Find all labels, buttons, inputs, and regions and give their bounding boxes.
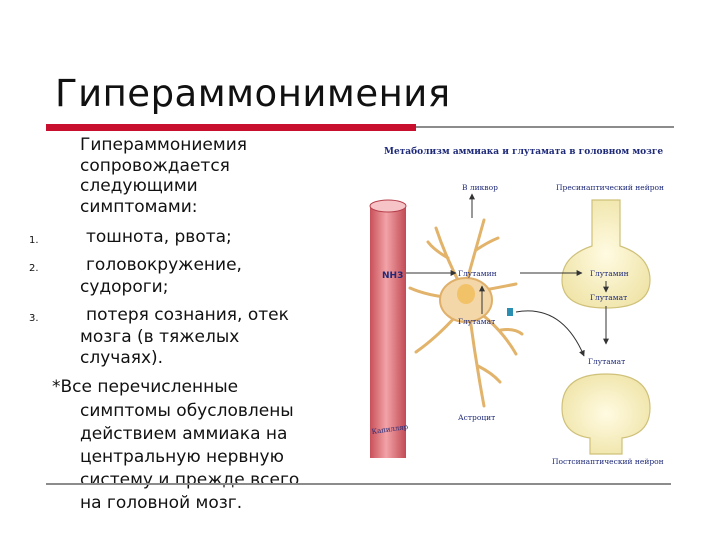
note-line: симптомы обусловлены [80,401,294,421]
slide-title: Гипераммонимения [55,72,451,115]
note-line: на головной мозг. [80,493,243,513]
intro-line: симптомами: [80,196,198,217]
metabolism-diagram: Метаболизм аммиака и глутамата в головно… [366,138,682,468]
postsynaptic-label: Постсинаптический нейрон [552,457,664,466]
capillary [369,199,407,458]
presynaptic-label: Пресинаптический нейрон [556,183,664,192]
list-item-text: мозга (в тяжелых [80,327,240,347]
presynaptic-glutamate-label: Глутамат [590,293,627,302]
list-number: 2. [29,263,39,274]
figure-title: Метаболизм аммиака и глутамата в головно… [384,146,663,157]
note-line: действием аммиака на [80,424,288,444]
postsynaptic-neuron [561,373,651,455]
title-underline-gray [416,126,674,128]
note-line: систему и прежде всего [80,470,300,490]
list-item-text: судороги; [80,277,169,297]
list-number: 1. [29,235,39,246]
astrocyte-glutamate-label: Глутамат [458,317,495,326]
astrocyte-label: Астроцит [458,413,495,422]
list-item-text: потеря сознания, отек [86,305,289,325]
nh3-label: NH3 [382,271,403,281]
csf-label: В ликвор [462,183,498,192]
intro-line: Гипераммониемия [80,135,247,155]
list-number: 3. [29,313,39,324]
astrocyte-glutamine-label: Глутамин [458,269,497,278]
note-line: *Все перечисленные [52,377,239,397]
transporter-icon [507,308,513,316]
list-item-text: тошнота, рвота; [86,227,232,247]
intro-line: следующими [80,176,198,196]
presynaptic-glutamine-label: Глутамин [590,269,629,278]
astrocyte-nucleus [457,284,475,304]
title-underline-red [46,124,416,131]
note-line: центральную нервную [80,447,284,467]
bottom-rule [46,483,671,485]
list-item-text: случаях). [80,348,164,368]
intro-line: сопровождается [80,155,230,176]
list-item-text: головокружение, [86,255,242,275]
postsynaptic-glutamate-label: Глутамат [588,357,625,366]
